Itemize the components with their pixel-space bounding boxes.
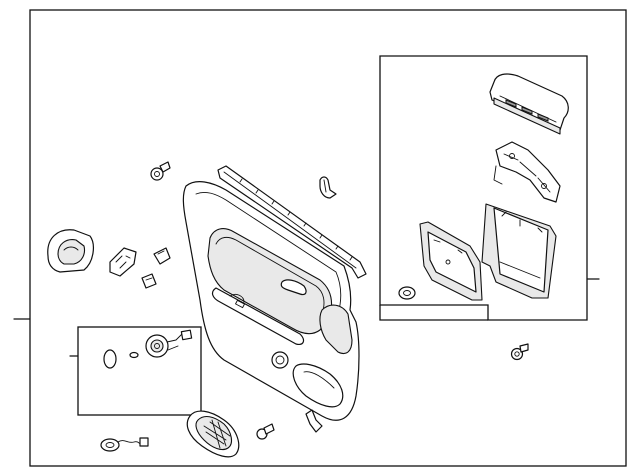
armrest-pad bbox=[489, 73, 569, 135]
lamp-inset-box bbox=[77, 326, 202, 416]
retainer-hook bbox=[319, 176, 337, 199]
courtesy-lamp-assembly bbox=[100, 437, 149, 452]
armrest-inset-box-bottom bbox=[379, 305, 488, 321]
lower-trim-piece bbox=[419, 221, 483, 301]
door-trim-panel bbox=[182, 181, 360, 421]
clip-square bbox=[141, 273, 157, 289]
clip-top bbox=[150, 161, 171, 181]
clip-inset bbox=[398, 286, 416, 300]
clip-mid bbox=[153, 247, 171, 265]
lamp-socket-assembly bbox=[103, 329, 193, 369]
hook-bottom bbox=[305, 409, 323, 433]
inside-handle bbox=[47, 229, 94, 273]
switch-bracket bbox=[109, 247, 137, 277]
speaker-grille bbox=[186, 410, 240, 458]
clip-bottom bbox=[256, 423, 275, 440]
diagram-frame bbox=[29, 9, 627, 467]
inner-handle-bracket bbox=[493, 141, 561, 203]
map-pocket-panel bbox=[481, 203, 557, 299]
weatherstrip bbox=[217, 165, 367, 279]
clip-right bbox=[510, 343, 529, 361]
